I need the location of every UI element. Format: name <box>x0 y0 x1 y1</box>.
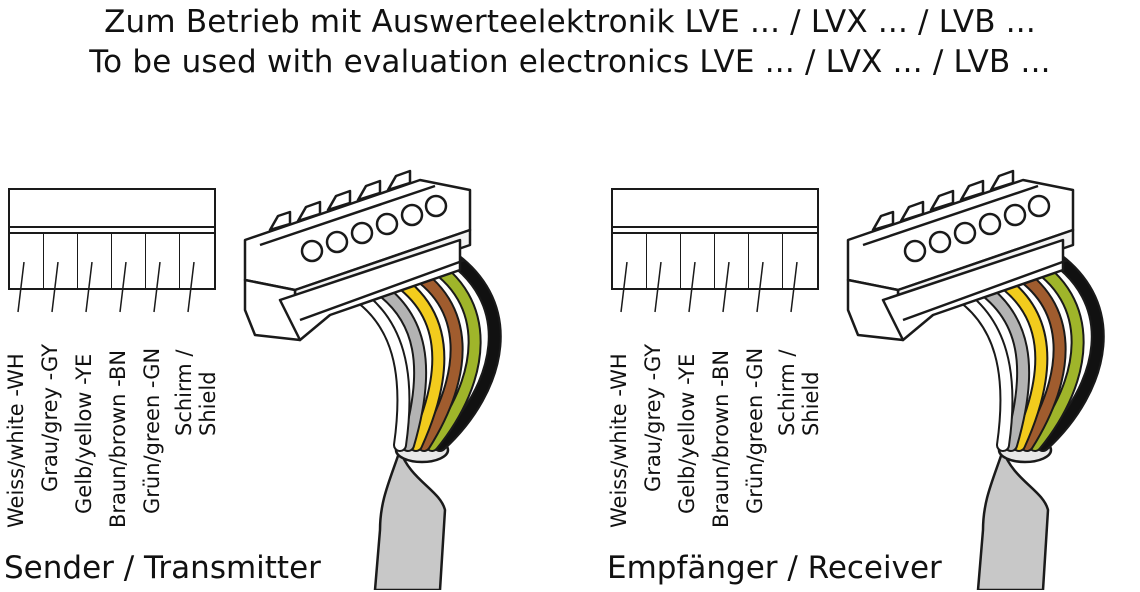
header-title-en: To be used with evaluation electronics L… <box>89 44 1051 80</box>
wire-label-yellow: Gelb/yellow -YE <box>675 353 699 514</box>
wire-shield <box>1038 245 1103 450</box>
wire-label-grey: Grau/grey -GY <box>641 343 665 492</box>
wire-green <box>1023 255 1083 450</box>
wire-green <box>420 255 480 450</box>
cable-jacket <box>373 446 447 590</box>
terminal-strip-diagram <box>611 188 819 290</box>
terminal-block-connector <box>243 169 472 342</box>
header-title-de: Zum Betrieb mit Auswerteelektronik LVE .… <box>104 4 1036 40</box>
terminal-strip-diagram <box>8 188 216 290</box>
caption-receiver: Empfänger / Receiver <box>607 550 942 586</box>
terminal-leader-lines <box>620 262 798 313</box>
wire-label-brown: Braun/brown -BN <box>709 349 733 528</box>
wire-label-grey: Grau/grey -GY <box>38 343 62 492</box>
wire-label-white: Weiss/white -WH <box>607 353 631 528</box>
terminal-block-connector <box>846 169 1075 342</box>
connector-illustration <box>846 169 1105 590</box>
wire-shield <box>435 245 500 450</box>
header: Zum Betrieb mit Auswerteelektronik LVE .… <box>0 2 1140 82</box>
wire-label-shield: Schirm / Shield <box>172 349 220 437</box>
wire-label-green: Grün/green -GN <box>140 347 164 514</box>
wire-label-shield: Schirm / Shield <box>775 349 823 437</box>
panel-transmitter: Weiss/white -WH Grau/grey -GY Gelb/yello… <box>0 0 540 592</box>
wire-brown <box>1006 263 1065 450</box>
wire-label-green: Grün/green -GN <box>743 347 767 514</box>
wire-label-yellow: Gelb/yellow -YE <box>72 353 96 514</box>
caption-transmitter: Sender / Transmitter <box>4 550 321 586</box>
cable-jacket <box>976 446 1050 590</box>
wire-brown <box>403 263 462 450</box>
panel-receiver: Weiss/white -WH Grau/grey -GY Gelb/yello… <box>603 0 1140 592</box>
wire-label-white: Weiss/white -WH <box>4 353 28 528</box>
connector-illustration <box>243 169 502 590</box>
terminal-leader-lines <box>17 262 195 313</box>
wire-label-brown: Braun/brown -BN <box>106 349 130 528</box>
